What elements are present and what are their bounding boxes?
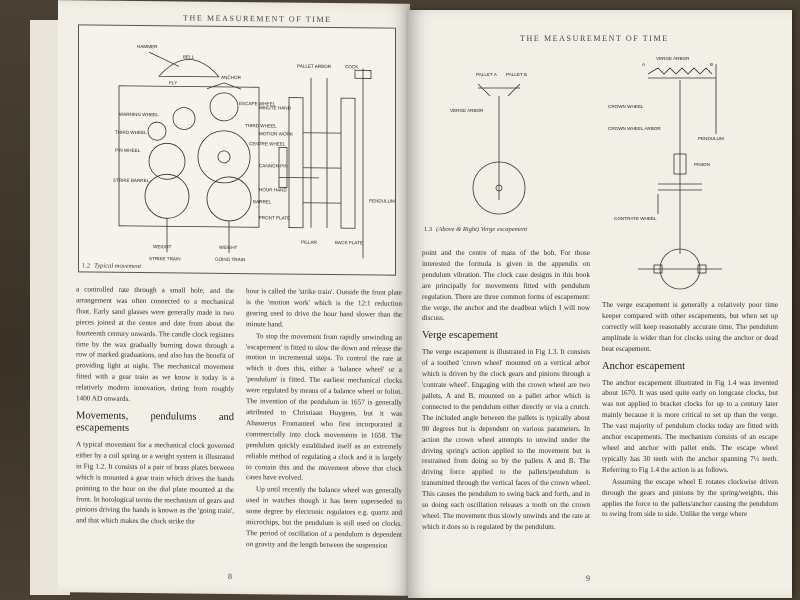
verge-escapement-diagram: VERGE ARBOR A B CROWN WHEEL CROWN WHEEL … (608, 56, 724, 290)
label-pinion: PINION (694, 162, 710, 167)
paragraph: Up until recently the balance wheel was … (246, 485, 402, 550)
label-crown-wheel: CROWN WHEEL (608, 104, 644, 109)
figure-verge-pallets: PALLET A PALLET B VERGE ARBOR (420, 60, 600, 250)
label-pillar: PILLAR (301, 240, 318, 245)
paragraph: To stop the movement from rapidly unwind… (246, 331, 402, 483)
label-cannon-pin: CANNON PIN (259, 163, 288, 168)
label-pendulum: PENDULUM (369, 198, 395, 203)
label-escape-wheel: ESCAPE WHEEL (239, 101, 276, 106)
label-a: A (642, 62, 646, 67)
label-motion-work: MOTION WORK (259, 131, 294, 136)
paragraph: The verge escapement is illustrated in F… (422, 348, 590, 531)
label-pallet-b: PALLET B (506, 72, 527, 77)
right-column-1: point and the centre of mass of the bob.… (422, 248, 590, 534)
right-column-2: The verge escapement is generally a rela… (602, 300, 778, 521)
running-head-right: THE MEASUREMENT OF TIME (520, 34, 669, 43)
label-going-train: GOING TRAIN (215, 257, 245, 262)
verge-pallet-diagram: PALLET A PALLET B VERGE ARBOR (450, 72, 527, 215)
label-warning-wheel: WARNING WHEEL (119, 112, 159, 117)
label-minute-hand: MINUTE HAND (259, 105, 292, 110)
paragraph: a controlled rate through a small hole, … (76, 285, 234, 403)
label-hammer: HAMMER (137, 44, 158, 49)
left-page: THE MEASUREMENT OF TIME (58, 0, 410, 596)
page-number-right: 9 (586, 574, 590, 583)
caption-text: Typical movement (94, 262, 142, 271)
label-third-wheel-left: THIRD WHEEL (115, 130, 147, 135)
running-head-left: THE MEASUREMENT OF TIME (183, 13, 332, 25)
page-number-left: 8 (228, 571, 232, 581)
label-strike-train: STRIKE TRAIN (149, 256, 181, 261)
label-weight-right: WEIGHT (219, 245, 238, 250)
caption-number: 1.2 (82, 262, 91, 270)
label-strike-barrel: STRIKE BARREL (113, 178, 150, 183)
label-cock: COCK (345, 64, 359, 69)
label-hour-hand: HOUR HAND (259, 187, 287, 192)
label-pendulum-right: PENDULUM (698, 136, 724, 141)
section-heading: Verge escapement (422, 330, 498, 342)
label-barrel: BARREL (253, 199, 272, 204)
movement-diagram: HAMMER BELL FLY ANCHOR WARNING WHEEL THI… (113, 44, 395, 262)
paragraph: A typical movement for a mechanical cloc… (76, 440, 234, 526)
label-pallet-arbor: PALLET ARBOR (297, 64, 332, 69)
label-centre-wheel: CENTRE WHEEL (249, 141, 286, 146)
label-verge-arbor: VERGE ARBOR (656, 56, 690, 61)
label-anchor: ANCHOR (221, 75, 242, 80)
section-heading: Movements, pendulums and escapements (76, 410, 234, 434)
paragraph: point and the centre of mass of the bob.… (422, 249, 590, 323)
figure-typical-movement: HAMMER BELL FLY ANCHOR WARNING WHEEL THI… (78, 24, 396, 276)
label-weight-left: WEIGHT (153, 244, 172, 249)
label-b: B (710, 62, 713, 67)
left-column-1: a controlled rate through a small hole, … (76, 284, 234, 529)
caption-text: (Above & Right) Verge escapement (436, 226, 528, 233)
paragraph: The verge escapement is generally a rela… (602, 301, 778, 353)
label-pallet-a: PALLET A (476, 72, 498, 77)
caption-number: 1.3 (424, 226, 433, 233)
label-front-plate: FRONT PLATE (259, 215, 290, 220)
paragraph: Assuming the escape wheel E rotates cloc… (602, 477, 778, 519)
label-bell: BELL (183, 54, 195, 59)
right-page: THE MEASUREMENT OF TIME PALLET A PALLET … (408, 10, 792, 598)
left-column-2: hour is called the 'strike train'. Outsi… (246, 286, 402, 552)
paragraph: The anchor escapement illustrated in Fig… (602, 378, 778, 474)
paragraph: hour is called the 'strike train'. Outsi… (246, 287, 402, 329)
figure-verge-escapement: VERGE ARBOR A B CROWN WHEEL CROWN WHEEL … (598, 44, 778, 294)
figure-caption-right: 1.3(Above & Right) Verge escapement (424, 226, 527, 233)
label-back-plate: BACK PLATE (335, 240, 363, 245)
label-verge-arbor-left: VERGE ARBOR (450, 108, 484, 113)
label-fly: FLY (169, 80, 177, 85)
label-crown-wheel-arbor: CROWN WHEEL ARBOR (608, 126, 661, 131)
section-heading: Anchor escapement (602, 360, 686, 372)
label-contrate-wheel: CONTRATE WHEEL (614, 216, 657, 221)
label-pin-wheel: PIN WHEEL (115, 148, 141, 153)
label-third-wheel-right: THIRD WHEEL (245, 123, 277, 128)
